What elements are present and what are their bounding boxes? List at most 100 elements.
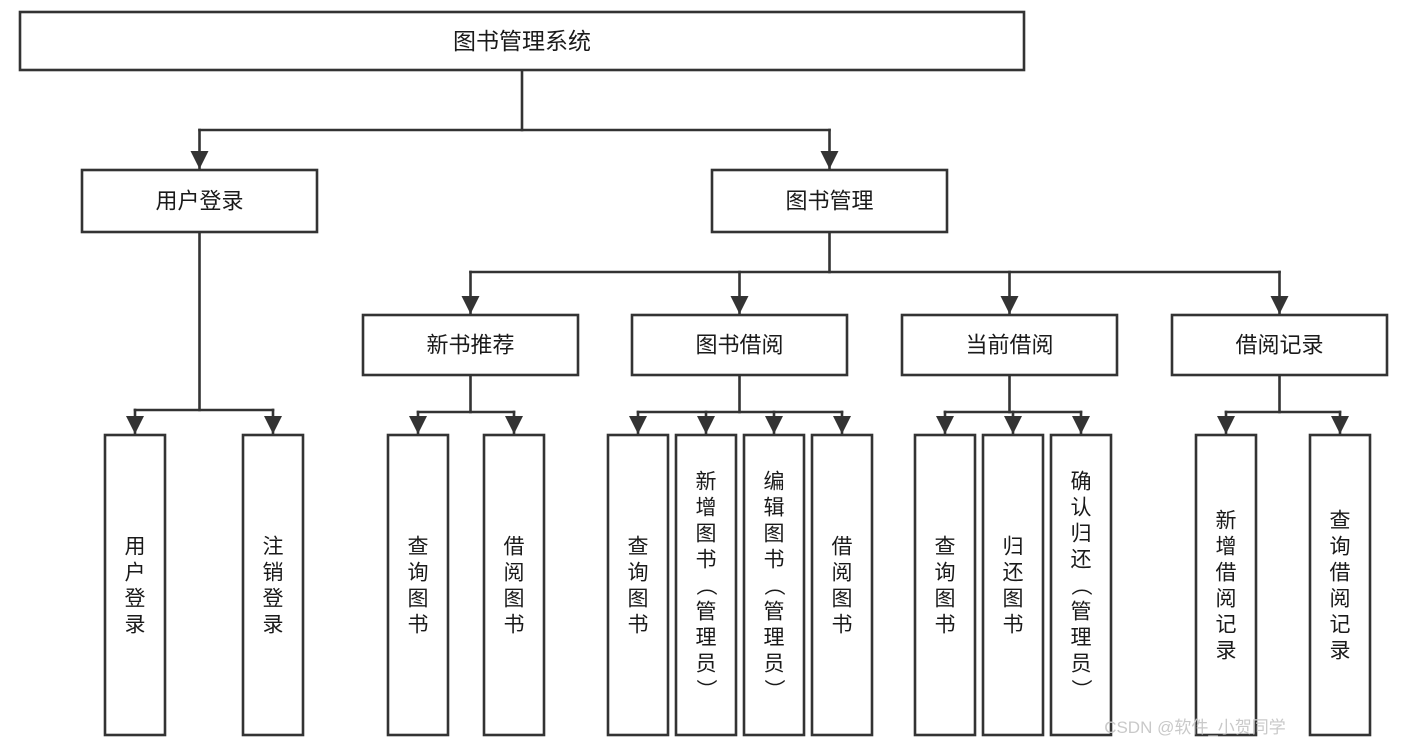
label-glyph: 查: [935, 535, 956, 558]
label-glyph: 阅: [504, 561, 525, 584]
label-glyph: 还: [1071, 548, 1092, 571]
node-new-book-recommend-label: 新书推荐: [426, 333, 514, 358]
label-glyph: 注: [263, 535, 284, 558]
label-glyph: 编: [764, 470, 785, 493]
arrowhead-icon: [264, 416, 282, 434]
label-glyph: 阅: [832, 561, 853, 584]
arrowhead-icon: [833, 416, 851, 434]
arrowhead-icon: [1004, 416, 1022, 434]
node-leaf-borrow-book-2[interactable]: [810, 433, 874, 737]
label-glyph: 录: [1216, 639, 1237, 662]
label-glyph: 新: [696, 470, 717, 493]
arrowhead-icon: [765, 416, 783, 434]
node-leaf-user-login[interactable]: [103, 433, 167, 737]
label-glyph: 登: [263, 587, 284, 610]
node-root[interactable]: [18, 10, 1026, 72]
label-glyph: 图: [1003, 587, 1024, 610]
node-leaf-add-record[interactable]: [1194, 433, 1258, 737]
nodes-group: 图书管理系统用户登录图书管理新书推荐图书借阅当前借阅借阅记录用户登录注销登录查询…: [18, 10, 1389, 737]
label-glyph: 图: [764, 522, 785, 545]
label-glyph: 图: [696, 522, 717, 545]
label-glyph: 询: [935, 561, 956, 584]
label-glyph: 书: [764, 548, 785, 571]
label-glyph: 增: [1216, 535, 1237, 558]
label-glyph: 图: [504, 587, 525, 610]
label-glyph: 管: [764, 600, 785, 623]
label-glyph: （: [694, 575, 717, 596]
arrowhead-icon: [629, 416, 647, 434]
label-glyph: 理: [696, 626, 717, 649]
arrowhead-icon: [730, 296, 749, 314]
arrowhead-icon: [409, 416, 427, 434]
label-glyph: 图: [408, 587, 429, 610]
node-leaf-return-book[interactable]: [981, 433, 1045, 737]
node-current-borrow[interactable]: [900, 313, 1119, 377]
node-leaf-borrow-book-1[interactable]: [482, 433, 546, 737]
arrowhead-icon: [936, 416, 954, 434]
arrowhead-icon: [820, 151, 839, 169]
label-glyph: （: [1069, 575, 1092, 596]
arrowhead-icon: [1000, 296, 1019, 314]
arrowhead-icon: [697, 416, 715, 434]
arrowhead-icon: [1331, 416, 1349, 434]
label-glyph: 书: [408, 613, 429, 636]
label-glyph: 管: [1071, 600, 1092, 623]
label-glyph: 询: [1330, 535, 1351, 558]
label-glyph: 图: [935, 587, 956, 610]
node-leaf-add-book[interactable]: [674, 433, 738, 737]
label-glyph: 销: [263, 561, 284, 584]
node-book-borrow[interactable]: [630, 313, 849, 377]
arrowhead-icon: [1072, 416, 1090, 434]
node-leaf-query-book-2[interactable]: [606, 433, 670, 737]
arrowhead-icon: [1270, 296, 1289, 314]
label-glyph: 理: [1071, 626, 1092, 649]
node-book-manage-label: 图书管理: [785, 189, 873, 214]
label-glyph: 用: [125, 535, 146, 558]
label-glyph: 查: [628, 535, 649, 558]
arrowhead-icon: [461, 296, 480, 314]
label-glyph: 书: [935, 613, 956, 636]
label-glyph: 认: [1071, 496, 1092, 519]
node-leaf-logout[interactable]: [241, 433, 305, 737]
label-glyph: 询: [628, 561, 649, 584]
label-glyph: 书: [832, 613, 853, 636]
node-user-login-label: 用户登录: [155, 189, 243, 214]
label-glyph: 员: [696, 652, 717, 675]
node-current-borrow-label: 当前借阅: [965, 333, 1053, 358]
connectors-group: [126, 68, 1349, 435]
node-book-manage[interactable]: [710, 168, 949, 234]
label-glyph: 还: [1003, 561, 1024, 584]
label-glyph: 书: [628, 613, 649, 636]
label-glyph: 借: [1330, 561, 1351, 584]
node-new-book-recommend[interactable]: [361, 313, 580, 377]
label-glyph: 员: [1071, 652, 1092, 675]
node-leaf-edit-book[interactable]: [742, 433, 806, 737]
label-glyph: 书: [696, 548, 717, 571]
node-leaf-query-record[interactable]: [1308, 433, 1372, 737]
node-user-login[interactable]: [80, 168, 319, 234]
label-glyph: 询: [408, 561, 429, 584]
label-glyph: 户: [125, 561, 146, 584]
node-leaf-query-book-3[interactable]: [913, 433, 977, 737]
node-leaf-query-book-1[interactable]: [386, 433, 450, 737]
label-glyph: 新: [1216, 509, 1237, 532]
label-glyph: 辑: [764, 496, 785, 519]
node-book-borrow-label: 图书借阅: [695, 333, 783, 358]
label-glyph: ）: [694, 679, 717, 700]
arrowhead-icon: [126, 416, 144, 434]
label-glyph: 确: [1071, 470, 1092, 493]
arrowhead-icon: [505, 416, 523, 434]
label-glyph: 书: [1003, 613, 1024, 636]
label-glyph: ）: [762, 679, 785, 700]
label-glyph: 记: [1330, 613, 1351, 636]
node-borrow-record[interactable]: [1170, 313, 1389, 377]
label-glyph: ）: [1069, 679, 1092, 700]
node-leaf-confirm-return[interactable]: [1049, 433, 1113, 737]
